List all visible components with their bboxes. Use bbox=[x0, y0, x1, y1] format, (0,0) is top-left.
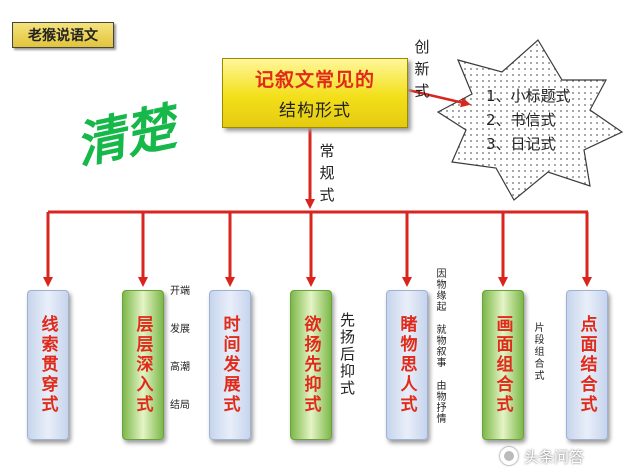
note-layered-2: 发展 bbox=[170, 324, 190, 335]
column-layered-label: 层层深入式 bbox=[132, 315, 153, 415]
column-object-label: 睹物思人式 bbox=[396, 315, 417, 415]
note-object-2: 就物叙事 bbox=[434, 324, 445, 368]
innovative-char-1: 创 bbox=[414, 38, 430, 56]
note-suppress: 先扬后抑式 bbox=[338, 312, 356, 397]
main-title-box: 记叙文常见的 结构形式 bbox=[222, 58, 408, 128]
column-picture: 画面组合式 bbox=[482, 290, 524, 440]
column-suppress-label: 欲扬先抑式 bbox=[300, 315, 321, 415]
column-time-label: 时间发展式 bbox=[219, 315, 240, 415]
column-clue: 线索贯穿式 bbox=[27, 290, 69, 440]
innovative-char-3: 式 bbox=[414, 82, 430, 100]
note-picture: 片段组合式 bbox=[532, 322, 543, 382]
column-arrows bbox=[43, 212, 592, 287]
regular-char-1: 常 bbox=[319, 142, 335, 160]
watermark-text: 头条问答 bbox=[524, 447, 585, 466]
column-layered: 层层深入式 bbox=[122, 290, 164, 440]
innovative-char-2: 新 bbox=[414, 60, 430, 78]
column-clue-label: 线索贯穿式 bbox=[37, 315, 58, 415]
note-object-3: 由物抒情 bbox=[434, 380, 445, 424]
innovative-item-1: 1、小标题式 bbox=[486, 87, 571, 105]
regular-char-3: 式 bbox=[319, 186, 335, 204]
innovative-star bbox=[436, 39, 624, 201]
innovative-item-2: 2、书信式 bbox=[486, 111, 556, 129]
watermark-logo-icon bbox=[500, 447, 518, 465]
note-layered-3: 高潮 bbox=[170, 362, 190, 373]
header-tag: 老猴说语文 bbox=[12, 22, 114, 48]
note-layered-1: 开端 bbox=[170, 286, 190, 297]
innovative-item-3: 3、日记式 bbox=[486, 135, 556, 153]
note-object-1: 因物缘起 bbox=[434, 268, 445, 312]
column-point-label: 点面结合式 bbox=[576, 315, 597, 415]
watermark: 头条问答 bbox=[500, 444, 636, 468]
note-layered-4: 结局 bbox=[170, 400, 190, 411]
innovative-label: 创 新 式 bbox=[413, 36, 431, 102]
note-object: 因物缘起 就物叙事 由物抒情 bbox=[432, 268, 447, 424]
column-time: 时间发展式 bbox=[209, 290, 251, 440]
column-object: 睹物思人式 bbox=[386, 290, 428, 440]
main-title-line1: 记叙文常见的 bbox=[254, 69, 375, 91]
column-picture-label: 画面组合式 bbox=[492, 315, 513, 415]
regular-label: 常 规 式 bbox=[318, 140, 336, 206]
main-title-line2: 结构形式 bbox=[279, 101, 351, 121]
regular-char-2: 规 bbox=[319, 164, 335, 182]
column-point: 点面结合式 bbox=[566, 290, 608, 440]
note-layered: 开端 发展 高潮 结局 bbox=[170, 284, 190, 414]
innovative-arrow bbox=[407, 88, 471, 108]
column-suppress: 欲扬先抑式 bbox=[290, 290, 332, 440]
innovative-list: 1、小标题式 2、书信式 3、日记式 bbox=[486, 84, 571, 156]
